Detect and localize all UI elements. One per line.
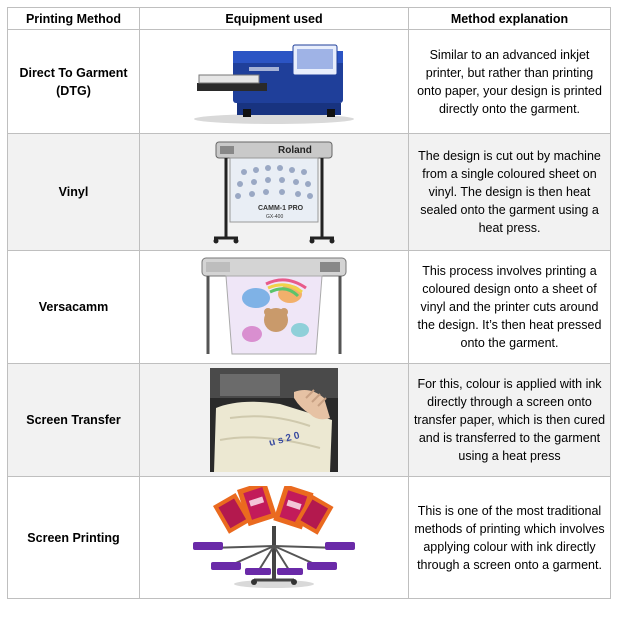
- versacamm-printer-icon: [201, 257, 347, 355]
- method-explanation: The design is cut out by machine from a …: [408, 133, 611, 251]
- method-explanation: For this, colour is applied with ink dir…: [408, 363, 611, 477]
- method-name: Versacamm: [7, 250, 140, 364]
- vinyl-cutter-model: CAMM-1 PRO: [258, 205, 304, 212]
- dtg-printer-icon: [194, 44, 354, 124]
- method-explanation: Similar to an advanced inkjet printer, b…: [408, 29, 611, 134]
- equipment-cell: u s 2 0: [139, 363, 409, 477]
- header-printing-method: Printing Method: [7, 7, 140, 30]
- header-equipment-used: Equipment used: [139, 7, 409, 30]
- equipment-cell: [139, 250, 409, 364]
- table-row: Screen Transfer u s 2 0 For this, colour…: [7, 363, 611, 477]
- method-name: Screen Printing: [7, 476, 140, 599]
- method-explanation: This process involves printing a coloure…: [408, 250, 611, 364]
- printing-methods-table-wrapper: Printing Method Equipment used Method ex…: [7, 7, 611, 599]
- method-explanation: This is one of the most traditional meth…: [408, 476, 611, 599]
- printing-methods-table: Printing Method Equipment used Method ex…: [7, 7, 611, 599]
- header-method-explanation: Method explanation: [408, 7, 611, 30]
- vinyl-cutter-model-code: GX-400: [266, 214, 283, 220]
- method-name: Vinyl: [7, 133, 140, 251]
- method-name: Screen Transfer: [7, 363, 140, 477]
- equipment-cell: [139, 29, 409, 134]
- screen-transfer-photo-icon: u s 2 0: [210, 368, 338, 472]
- method-name: Direct To Garment (DTG): [7, 29, 140, 134]
- table-row: Screen Printing: [7, 476, 611, 599]
- table-header-row: Printing Method Equipment used Method ex…: [7, 7, 611, 30]
- vinyl-cutter-brand: Roland: [278, 145, 312, 156]
- table-row: Versacamm: [7, 250, 611, 364]
- screen-printing-press-icon: [193, 485, 355, 588]
- equipment-cell: [139, 476, 409, 599]
- table-row: Direct To Garment (DTG) Similar to: [7, 29, 611, 134]
- equipment-cell: Roland CAMM-1 PRO GX-400: [139, 133, 409, 251]
- table-row: Vinyl Roland CAMM-1 PRO GX-400: [7, 133, 611, 251]
- method-name-text: Direct To Garment (DTG): [19, 65, 128, 98]
- vinyl-cutter-icon: Roland CAMM-1 PRO GX-400: [213, 141, 335, 244]
